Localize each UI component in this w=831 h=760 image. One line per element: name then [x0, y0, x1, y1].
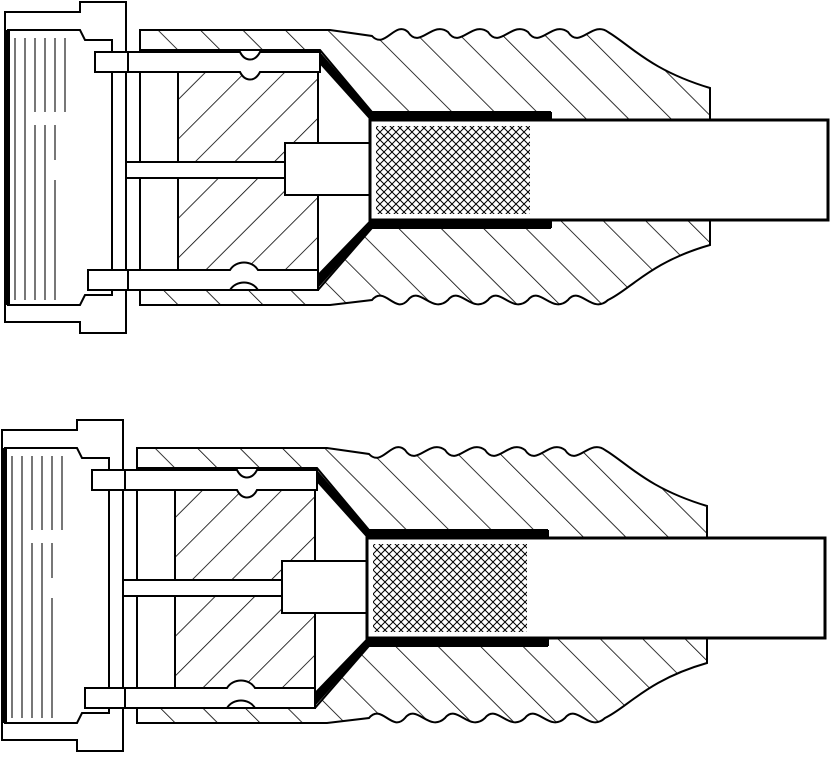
- connector-diagram: [0, 0, 830, 753]
